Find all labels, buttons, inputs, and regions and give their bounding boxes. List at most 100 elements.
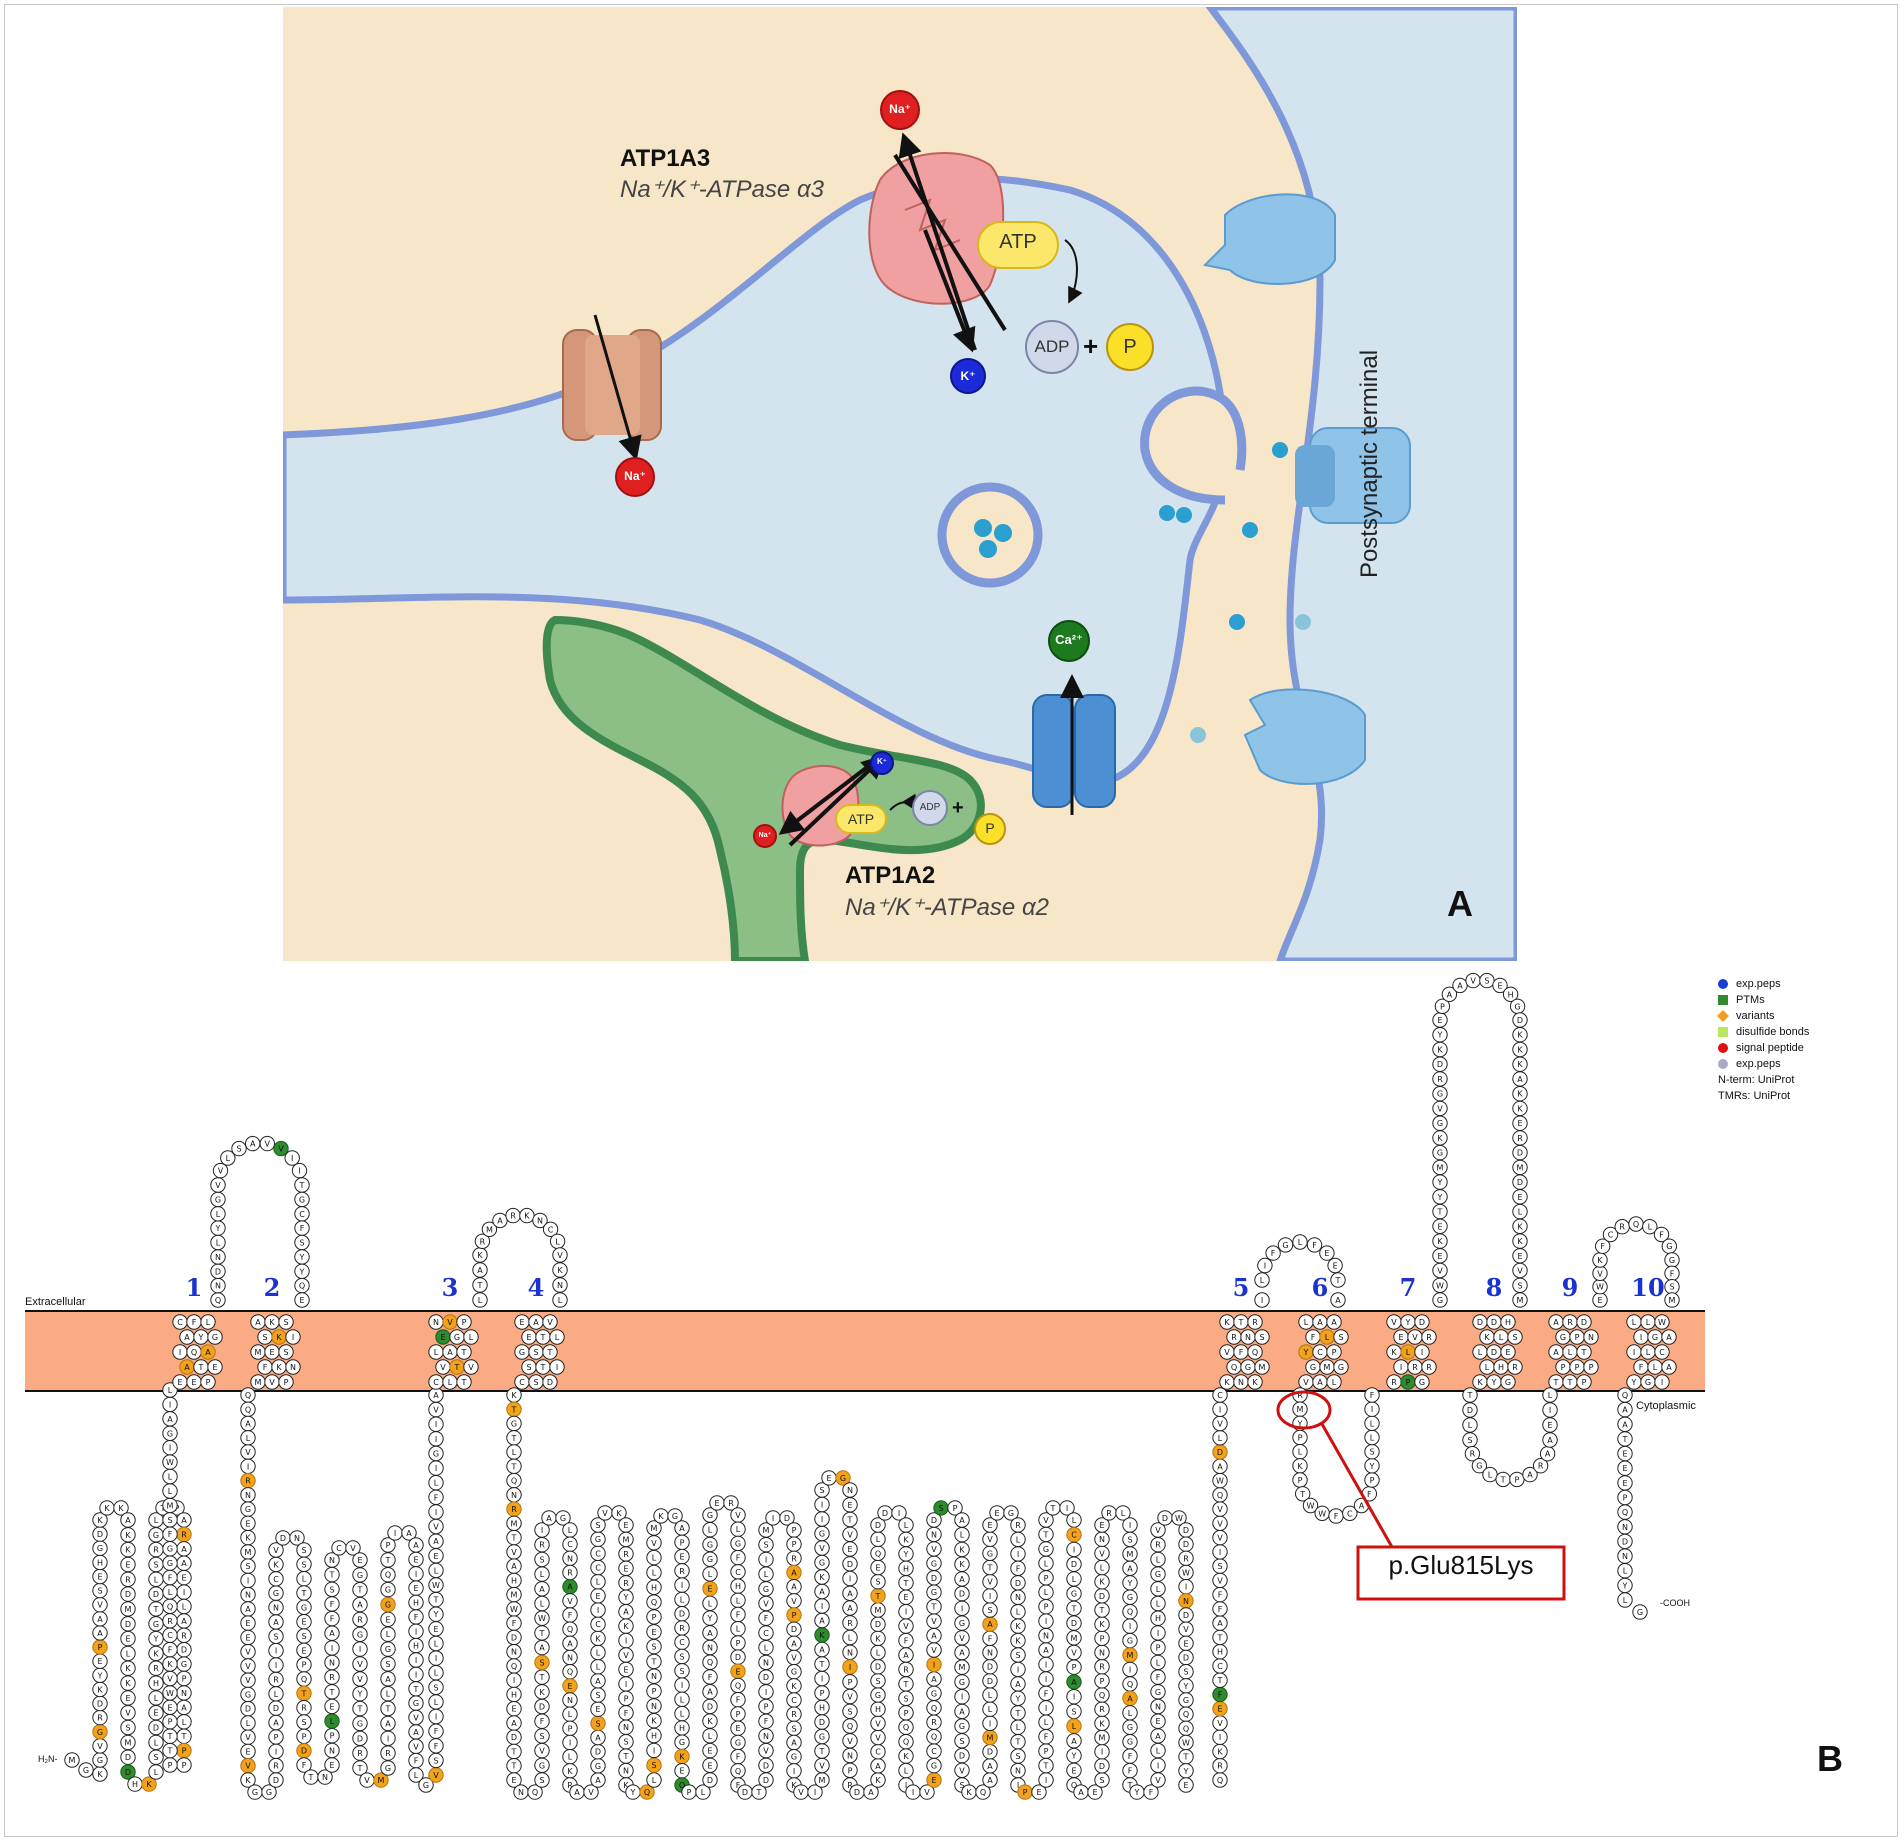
residue-bead: [1542, 1432, 1558, 1448]
residue-letter: V: [468, 1363, 474, 1372]
residue-bead: [278, 1374, 294, 1390]
residue-letter: E: [826, 1474, 831, 1483]
residue-bead: [380, 1715, 396, 1732]
residue-letter: D: [1217, 1448, 1223, 1457]
residue-letter: A: [1553, 1318, 1559, 1327]
residue-bead: [481, 1221, 498, 1238]
residue-letter: M: [125, 1738, 132, 1747]
residue-letter: A: [791, 1583, 797, 1592]
residue-letter: M: [245, 1548, 252, 1557]
residue-bead: [646, 1520, 662, 1536]
residue-letter: T: [167, 1732, 173, 1741]
residue-letter: C: [1659, 1348, 1665, 1357]
residue-bead: [1617, 1592, 1633, 1608]
residue-bead: [141, 1776, 157, 1792]
residue-letter: D: [763, 1761, 769, 1770]
residue-letter: V: [357, 1675, 363, 1684]
residue-bead: [1522, 1466, 1538, 1483]
residue-letter: E: [440, 1333, 445, 1342]
residue-letter: A: [679, 1524, 685, 1533]
residue-letter: A: [181, 1545, 187, 1554]
residue-letter: D: [273, 1776, 279, 1785]
residue-letter: T: [540, 1363, 546, 1372]
residue-letter: D: [1183, 1654, 1189, 1663]
residue-letter: M: [255, 1348, 262, 1357]
residue-letter: L: [1298, 1238, 1303, 1247]
residue-letter: V: [215, 1181, 221, 1190]
residue-letter: A: [447, 1348, 453, 1357]
residue-letter: Q: [1252, 1348, 1258, 1357]
residue-letter: E: [1505, 1348, 1510, 1357]
residue-letter: D: [1099, 1592, 1105, 1601]
residue-letter: V: [265, 1140, 271, 1149]
residue-letter: P: [302, 1661, 307, 1670]
residue-letter: F: [1128, 1767, 1133, 1776]
residue-letter: T: [651, 1657, 657, 1666]
residue-letter: G: [931, 1559, 937, 1568]
residue-letter: A: [1078, 1788, 1084, 1797]
residue-letter: G: [1008, 1509, 1014, 1518]
residue-letter: P: [1561, 1363, 1566, 1372]
residue-letter: Q: [1622, 1391, 1628, 1400]
residue-letter: A: [1155, 1732, 1161, 1741]
residue-letter: E: [623, 1665, 628, 1674]
residue-letter: K: [118, 1504, 124, 1513]
residue-letter: F: [1659, 1231, 1664, 1240]
residue-letter: R: [480, 1237, 486, 1246]
residue-letter: D: [125, 1753, 131, 1762]
residue-letter: L: [448, 1378, 453, 1387]
residue-letter: D: [959, 1752, 965, 1761]
residue-letter: S: [1259, 1333, 1264, 1342]
residue-letter: V: [819, 1544, 825, 1553]
residue-letter: I: [415, 1570, 417, 1579]
residue-letter: E: [1092, 1788, 1097, 1797]
residue-letter: R: [728, 1499, 734, 1508]
residue-letter: Q: [191, 1348, 197, 1357]
residue-letter: L: [168, 1487, 173, 1496]
residue-letter: S: [539, 1732, 544, 1741]
residue-letter: S: [1015, 1651, 1020, 1660]
residue-letter: T: [1437, 1208, 1443, 1217]
residue-letter: S: [283, 1318, 288, 1327]
residue-letter: Q: [651, 1598, 657, 1607]
residue-letter: D: [301, 1747, 307, 1756]
residue-letter: S: [875, 1578, 880, 1587]
residue-letter: W: [432, 1581, 440, 1590]
residue-letter: G: [153, 1531, 159, 1540]
residue-letter: T: [1099, 1606, 1105, 1615]
residue-letter: I: [569, 1739, 571, 1748]
residue-bead: [1254, 1359, 1270, 1375]
receptor-middle: [1295, 427, 1411, 524]
residue-letter: L: [168, 1473, 173, 1482]
residue-letter: F: [414, 1757, 419, 1766]
residue-letter: H: [903, 1564, 909, 1573]
residue-letter: L: [988, 1691, 993, 1700]
residue-letter: W: [1182, 1739, 1190, 1748]
residue-letter: F: [168, 1646, 173, 1655]
residue-letter: S: [959, 1781, 964, 1790]
residue-bead: [1653, 1226, 1670, 1243]
residue-bead: [814, 1482, 830, 1498]
residue-letter: D: [1015, 1579, 1021, 1588]
residue-letter: N: [537, 1216, 543, 1225]
residue-letter: Y: [299, 1253, 305, 1262]
residue-letter: L: [764, 1644, 769, 1653]
residue-letter: E: [1437, 1252, 1442, 1261]
residue-letter: G: [1282, 1241, 1288, 1250]
residue-letter: A: [250, 1140, 256, 1149]
residue-letter: I: [169, 1444, 171, 1453]
residue-bead: [1333, 1329, 1349, 1345]
residue-letter: L: [1072, 1575, 1077, 1584]
residue-letter: D: [1517, 1149, 1523, 1158]
residue-letter: E: [1517, 1252, 1522, 1261]
residue-letter: D: [784, 1514, 790, 1523]
residue-letter: E: [1071, 1766, 1076, 1775]
residue-letter: I: [1157, 1761, 1159, 1770]
residue-letter: N: [557, 1281, 563, 1290]
receptor-top: [1202, 193, 1336, 285]
residue-letter: V: [557, 1251, 563, 1260]
residue-bead: [1542, 1417, 1558, 1433]
residue-bead: [1500, 1344, 1516, 1360]
residue-letter: R: [1217, 1762, 1223, 1771]
residue-letter: E: [526, 1333, 531, 1342]
